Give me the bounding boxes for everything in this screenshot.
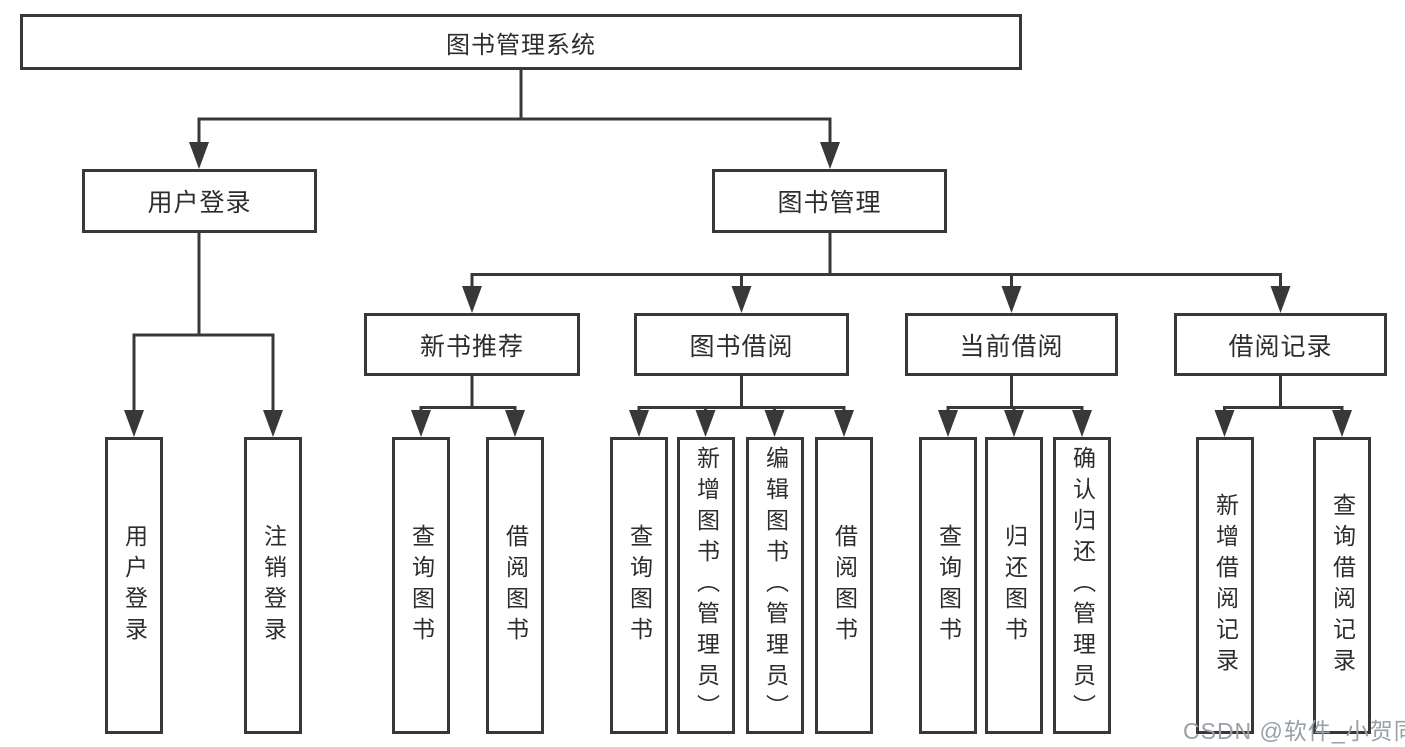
node-label: 归还图书: [1001, 523, 1028, 648]
arrow-down-icon: [1004, 410, 1024, 437]
node-label: 图书管理: [777, 189, 882, 217]
arrow-down-icon: [1001, 286, 1022, 313]
node-label: 当前借阅: [959, 332, 1064, 361]
node-label: 新书推荐: [419, 332, 524, 361]
arrow-down-icon: [189, 142, 209, 169]
leaf-confirm-return-admin: 确认归还（管理员）: [1053, 437, 1111, 734]
leaf-add-borrow-record: 新增借阅记录: [1196, 437, 1254, 734]
node-user-login: 用户登录: [82, 169, 317, 233]
arrow-down-icon: [1332, 410, 1352, 437]
arrow-down-icon: [731, 286, 752, 313]
arrowheads: [124, 142, 1352, 437]
csdn-watermark: CSDN @软件_小贺同学: [1183, 718, 1405, 744]
leaf-user-login: 用户登录: [105, 437, 163, 734]
node-label: 图书借阅: [689, 332, 794, 361]
leaf-logout: 注销登录: [244, 437, 302, 734]
leaf-query-borrow-record: 查询借阅记录: [1313, 437, 1371, 734]
arrow-down-icon: [629, 410, 649, 437]
arrow-down-icon: [764, 410, 785, 437]
arrow-down-icon: [1270, 286, 1291, 313]
node-book-borrow: 图书借阅: [634, 313, 849, 376]
node-label: 借阅记录: [1228, 332, 1333, 361]
arrow-down-icon: [263, 410, 283, 437]
leaf-borrow-books: 借阅图书: [815, 437, 873, 734]
node-borrow-records: 借阅记录: [1174, 313, 1387, 376]
node-label: 注销登录: [260, 523, 287, 648]
arrow-down-icon: [462, 286, 482, 313]
node-label: 新增图书（管理员）: [693, 446, 720, 725]
node-label: 用户登录: [121, 523, 148, 648]
arrow-down-icon: [938, 410, 958, 437]
arrow-down-icon: [124, 410, 144, 437]
node-label: 新增借阅记录: [1212, 492, 1239, 679]
node-label: 查询图书: [408, 523, 435, 648]
arrow-down-icon: [505, 410, 525, 437]
node-root-system: 图书管理系统: [20, 14, 1022, 70]
arrow-down-icon: [1214, 410, 1235, 437]
arrow-down-icon: [1072, 410, 1092, 437]
leaf-return-books: 归还图书: [985, 437, 1043, 734]
leaf-edit-books-admin: 编辑图书（管理员）: [746, 437, 804, 734]
node-label: 确认归还（管理员）: [1069, 446, 1096, 725]
node-new-book-recommend: 新书推荐: [364, 313, 580, 376]
arrow-down-icon: [834, 410, 854, 437]
arrow-down-icon: [695, 410, 716, 437]
leaf-query-books-borrow: 查询图书: [610, 437, 668, 734]
arrow-down-icon: [820, 142, 840, 169]
node-current-borrow: 当前借阅: [905, 313, 1118, 376]
node-label: 编辑图书（管理员）: [762, 446, 789, 725]
node-label: 查询图书: [935, 523, 962, 648]
node-label: 用户登录: [147, 189, 252, 217]
node-label: 查询图书: [626, 523, 653, 648]
arrow-down-icon: [411, 410, 431, 437]
leaf-query-books-recommend: 查询图书: [392, 437, 450, 734]
node-label: 借阅图书: [502, 523, 529, 648]
node-book-management: 图书管理: [712, 169, 947, 233]
node-label: 图书管理系统: [446, 31, 596, 59]
node-label: 借阅图书: [831, 523, 858, 648]
leaf-borrow-books-recommend: 借阅图书: [486, 437, 544, 734]
node-label: 查询借阅记录: [1329, 492, 1356, 679]
leaf-query-books-current: 查询图书: [919, 437, 977, 734]
leaf-add-books-admin: 新增图书（管理员）: [677, 437, 735, 734]
